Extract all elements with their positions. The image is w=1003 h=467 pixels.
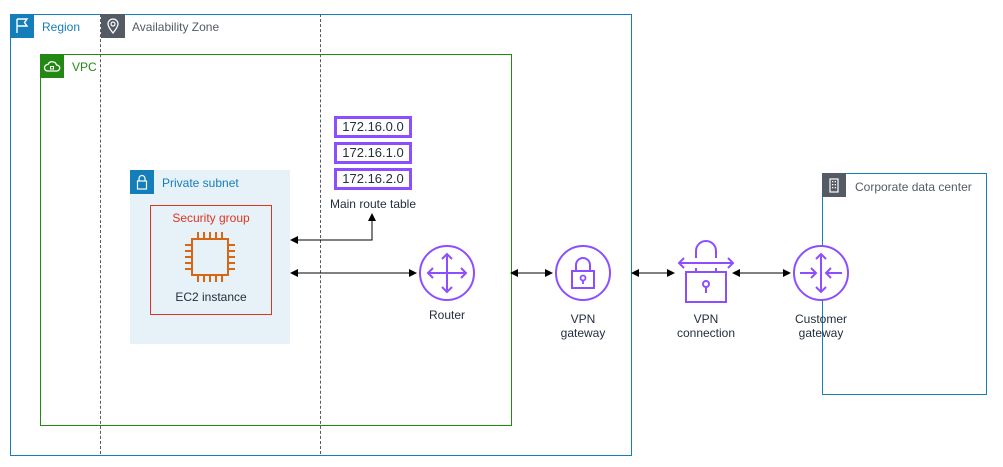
vpc-cloud-icon	[40, 54, 64, 78]
private-subnet-box	[130, 170, 290, 344]
ec2-instance-icon	[180, 230, 240, 285]
route-entry: 172.16.0.0	[334, 116, 412, 138]
vpn-gateway-label-line2: gateway	[560, 326, 606, 340]
az-label: Availability Zone	[132, 20, 220, 34]
customer-gateway-label-line2: gateway	[798, 326, 844, 340]
az-location-icon	[101, 14, 125, 38]
az-left-boundary	[100, 14, 101, 454]
vpn-connection-label-line2: connection	[676, 326, 736, 340]
customer-gateway-icon	[792, 244, 850, 302]
private-subnet-label: Private subnet	[162, 176, 239, 190]
vpn-connection-label: VPN connection	[670, 312, 742, 340]
region-label: Region	[42, 20, 81, 34]
security-group-box	[150, 205, 272, 315]
router-icon	[418, 244, 476, 302]
region-flag-icon	[10, 14, 34, 38]
router-label: Router	[428, 308, 466, 322]
vpn-connection-icon	[676, 240, 736, 306]
vpn-gateway-label: VPN gateway	[548, 312, 618, 340]
route-entry: 172.16.2.0	[334, 168, 412, 190]
vpn-gateway-icon	[554, 244, 612, 302]
vpc-boundary	[40, 54, 512, 426]
region-boundary	[10, 14, 632, 456]
vpn-connection-label-line1: VPN	[693, 312, 719, 326]
ec2-instance-label: EC2 instance	[175, 290, 247, 304]
vpc-label: VPC	[72, 60, 97, 74]
route-table-label: Main route table	[329, 197, 417, 211]
subnet-lock-icon	[130, 170, 154, 194]
customer-gateway-label-line1: Customer	[794, 312, 847, 326]
ec2-route-table-connector	[290, 213, 376, 244]
security-group-label: Security group	[172, 211, 250, 225]
corporate-building-icon	[822, 173, 846, 197]
vpn-gateway-label-line1: VPN	[570, 312, 596, 326]
route-entry: 172.16.1.0	[334, 142, 412, 164]
customer-gateway-label: Customer gateway	[783, 312, 859, 340]
corporate-data-center-label: Corporate data center	[855, 180, 972, 194]
